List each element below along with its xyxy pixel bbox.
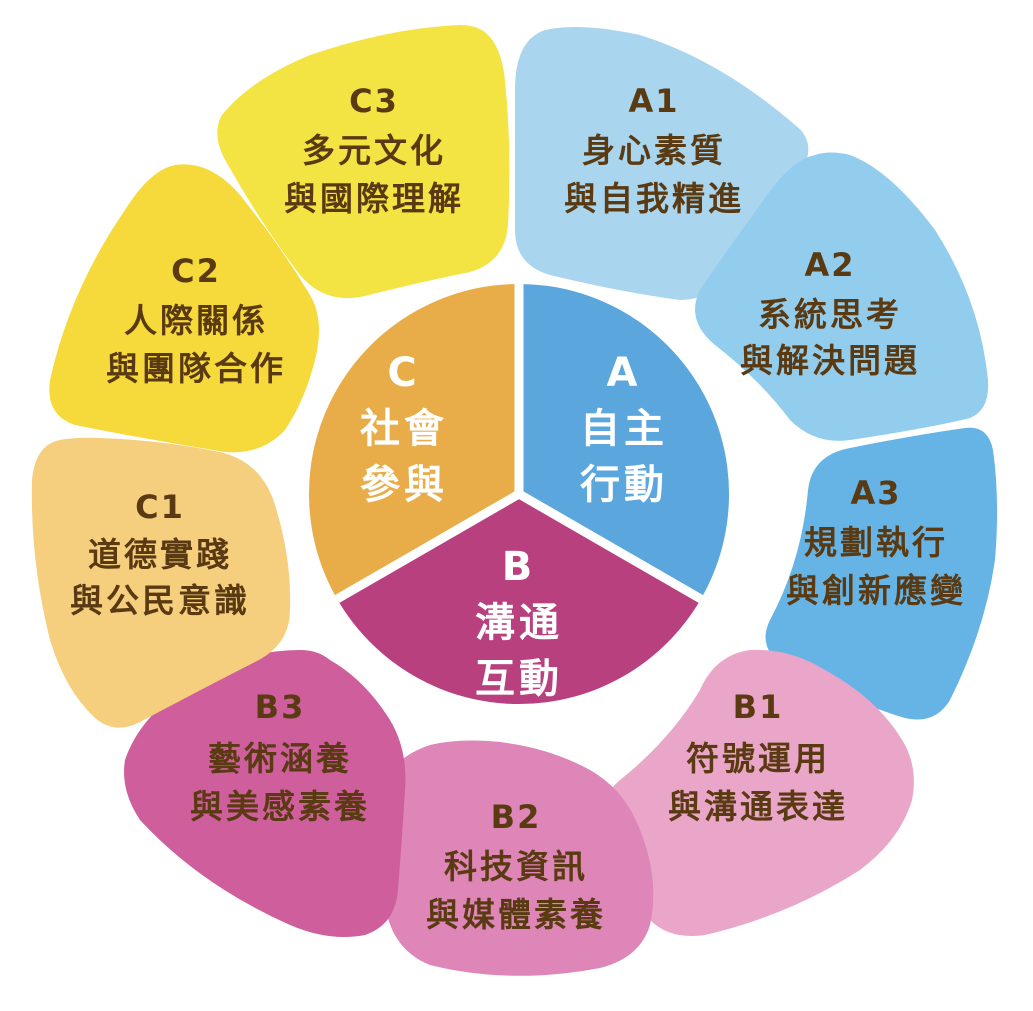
petal-a2: A2 系統思考 與解決問題 <box>695 152 989 441</box>
core-c-code: C <box>387 350 420 396</box>
petal-b2-line1: 科技資訊 <box>444 847 588 886</box>
petal-c2-line2: 與團隊合作 <box>106 349 286 388</box>
petal-a3-shape <box>765 427 998 720</box>
petal-c3-line1: 多元文化 <box>302 131 446 170</box>
core-a-code: A <box>607 350 642 396</box>
petal-a2-code: A2 <box>804 246 855 284</box>
petal-b2-line2: 與媒體素養 <box>426 895 606 934</box>
petal-c2-line1: 人際關係 <box>124 301 268 340</box>
core-divider-left <box>334 490 522 603</box>
core-label-c: C 社會 參與 <box>360 350 448 508</box>
core-a-line2: 行動 <box>580 462 668 508</box>
petal-a3-line1: 規劃執行 <box>804 523 948 562</box>
petal-b3-shape <box>124 650 406 938</box>
petal-a3: A3 規劃執行 與創新應變 <box>765 427 998 720</box>
petal-a1: A1 身心素質 與自我精進 <box>515 26 809 300</box>
petal-a1-code: A1 <box>628 82 679 120</box>
petal-b1-code: B1 <box>733 688 784 726</box>
petal-a2-shape <box>695 152 989 441</box>
petal-b3-line2: 與美感素養 <box>190 787 370 826</box>
petal-a2-line1: 系統思考 <box>758 295 902 334</box>
petal-a2-line2: 與解決問題 <box>740 341 920 380</box>
petal-c2-shape <box>49 164 320 453</box>
petal-a3-code: A3 <box>850 474 901 512</box>
petal-c1: C1 道德實踐 與公民意識 <box>31 437 291 728</box>
petal-b3-line1: 藝術涵養 <box>208 739 352 778</box>
petal-c3-shape <box>217 25 510 299</box>
petal-c3-line2: 與國際理解 <box>284 179 464 218</box>
petal-c1-shape <box>31 437 291 728</box>
core-label-b: B 溝通 互動 <box>475 544 563 702</box>
core-label-a: A 自主 行動 <box>580 350 668 508</box>
petal-a1-line2: 與自我精進 <box>564 179 744 218</box>
core-circle <box>308 284 730 705</box>
petal-c1-code: C1 <box>135 488 185 526</box>
core-c-line2: 參與 <box>360 462 448 508</box>
petal-b3-code: B3 <box>255 688 306 726</box>
petal-b1-shape <box>602 649 914 936</box>
core-divider-right <box>516 490 704 603</box>
petal-c3-code: C3 <box>349 82 399 120</box>
petal-b1-line2: 與溝通表達 <box>668 787 848 826</box>
core-c-line1: 社會 <box>360 406 448 452</box>
petal-a1-line1: 身心素質 <box>582 131 726 170</box>
petal-c2-code: C2 <box>171 252 221 290</box>
petal-a3-line2: 與創新應變 <box>786 571 966 610</box>
petal-b2: B2 科技資訊 與媒體素養 <box>378 740 654 976</box>
petal-b1: B1 符號運用 與溝通表達 <box>602 649 914 936</box>
petal-b1-line1: 符號運用 <box>686 739 830 778</box>
core-b-line2: 互動 <box>475 656 563 702</box>
core-b-code: B <box>502 544 537 590</box>
core-b-line1: 溝通 <box>475 600 563 646</box>
petal-c2: C2 人際關係 與團隊合作 <box>49 164 320 453</box>
petal-c1-line1: 道德實踐 <box>88 535 232 574</box>
petal-c3: C3 多元文化 與國際理解 <box>217 25 510 299</box>
petal-c1-line2: 與公民意識 <box>70 581 250 620</box>
petal-a1-shape <box>515 26 809 300</box>
core-a-line1: 自主 <box>580 406 668 452</box>
petal-b3: B3 藝術涵養 與美感素養 <box>124 650 406 938</box>
petal-b2-code: B2 <box>491 798 542 836</box>
petal-b2-shape <box>378 740 654 976</box>
